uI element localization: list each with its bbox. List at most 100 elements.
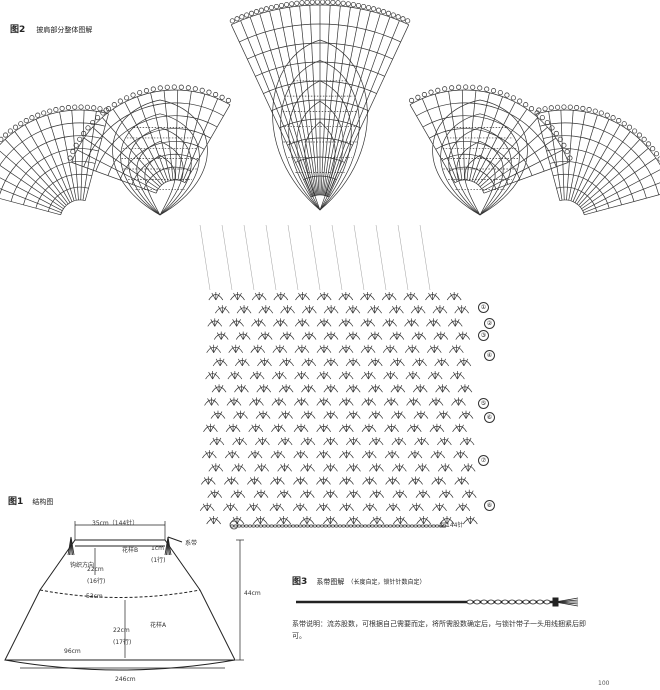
connector-line <box>353 224 365 291</box>
shell-stitch <box>238 464 244 472</box>
fan-picot <box>400 16 406 22</box>
shell-stitch <box>399 490 405 498</box>
shell <box>361 423 377 432</box>
shell-stitch <box>433 345 439 353</box>
fan-picot <box>239 14 245 20</box>
shell <box>345 410 361 419</box>
shell <box>200 476 216 485</box>
shell-stitch <box>348 358 354 367</box>
fan-ring <box>119 141 205 181</box>
shell-stitch <box>330 332 336 340</box>
chain-stitch <box>435 524 440 528</box>
shell <box>323 305 339 314</box>
shell-stitch <box>215 358 221 367</box>
shell-stitch <box>364 450 370 459</box>
chain-stitch <box>330 524 335 528</box>
chain-stitch <box>348 524 353 528</box>
shell-stitch <box>256 490 262 498</box>
fan-ring <box>546 148 635 202</box>
tie-label: 系带 <box>185 540 198 547</box>
fan-picot <box>523 102 529 108</box>
shell-stitch <box>233 292 238 301</box>
fan-spoke <box>483 162 569 194</box>
fan-ring <box>549 161 622 205</box>
fan-ring <box>435 141 521 181</box>
shell-stitch <box>282 358 287 367</box>
shell <box>316 397 332 406</box>
shell <box>460 463 476 472</box>
shell-stitch <box>260 516 265 525</box>
shell <box>273 292 289 301</box>
fan-picot <box>557 136 563 142</box>
fan-spoke <box>582 169 660 211</box>
shell <box>390 357 405 367</box>
shell <box>435 384 450 393</box>
shell-stitch <box>417 306 423 314</box>
shell-stitch <box>330 358 336 367</box>
shell-stitch <box>374 306 379 314</box>
shell-stitch <box>276 503 282 511</box>
shell <box>414 436 429 446</box>
shell-stitch <box>231 477 236 485</box>
fan-spoke <box>475 108 528 184</box>
figure1-number: 图1 <box>8 497 24 507</box>
shell-stitch <box>260 332 266 340</box>
shell-stitch <box>209 345 214 353</box>
shell-stitch <box>342 503 347 511</box>
fan-spoke <box>0 165 64 210</box>
shell-stitch <box>349 464 354 472</box>
shell-stitch <box>212 437 218 446</box>
shell-stitch <box>434 477 439 485</box>
fan-spoke <box>82 111 97 201</box>
shell-stitch <box>261 464 267 472</box>
shell <box>416 516 431 525</box>
shell-stitch <box>319 477 324 485</box>
shell-stitch <box>445 490 451 498</box>
shell-stitch <box>208 371 213 380</box>
shell-stitch <box>352 306 358 314</box>
shell-stitch <box>214 319 220 327</box>
shell-stitch <box>457 306 463 314</box>
shell-stitch <box>238 332 244 340</box>
shell-stitch <box>368 450 374 459</box>
shell <box>449 344 464 353</box>
fan-picot <box>456 84 462 90</box>
shell-stitch <box>330 306 336 314</box>
shell <box>381 292 397 301</box>
shell-stitch <box>250 477 255 485</box>
shell <box>273 318 288 327</box>
shell-stitch <box>217 306 223 314</box>
chain-stitch <box>409 524 415 528</box>
shell-stitch <box>296 450 302 459</box>
shell <box>367 305 382 314</box>
shell-stitch <box>256 516 261 525</box>
shell <box>294 344 310 353</box>
chain-stitch <box>273 524 278 528</box>
shell-stitch <box>214 385 220 393</box>
shell-stitch <box>466 437 472 446</box>
chain-stitch <box>406 524 411 528</box>
fan-spoke <box>71 110 79 201</box>
shell-stitch <box>428 292 433 301</box>
shell <box>279 357 294 367</box>
shell <box>251 318 266 327</box>
shell-stitch <box>345 398 351 406</box>
shell-stitch <box>388 503 394 511</box>
shell <box>270 450 286 459</box>
shell-stitch <box>296 424 302 432</box>
shell <box>437 463 453 472</box>
shell-stitch <box>250 450 256 459</box>
fan-picot <box>309 0 315 5</box>
shell <box>426 318 441 327</box>
shell-stitch <box>216 437 222 446</box>
shell-stitch <box>342 450 347 459</box>
shell-stitch <box>364 371 369 380</box>
shell <box>385 502 401 512</box>
fan-far-left <box>0 104 109 216</box>
chain-stitch <box>269 524 274 528</box>
chain-stitch <box>233 524 238 528</box>
fan-picot <box>335 0 341 6</box>
shell-stitch <box>349 490 354 498</box>
shell <box>367 357 383 367</box>
shell-stitch <box>389 319 394 327</box>
